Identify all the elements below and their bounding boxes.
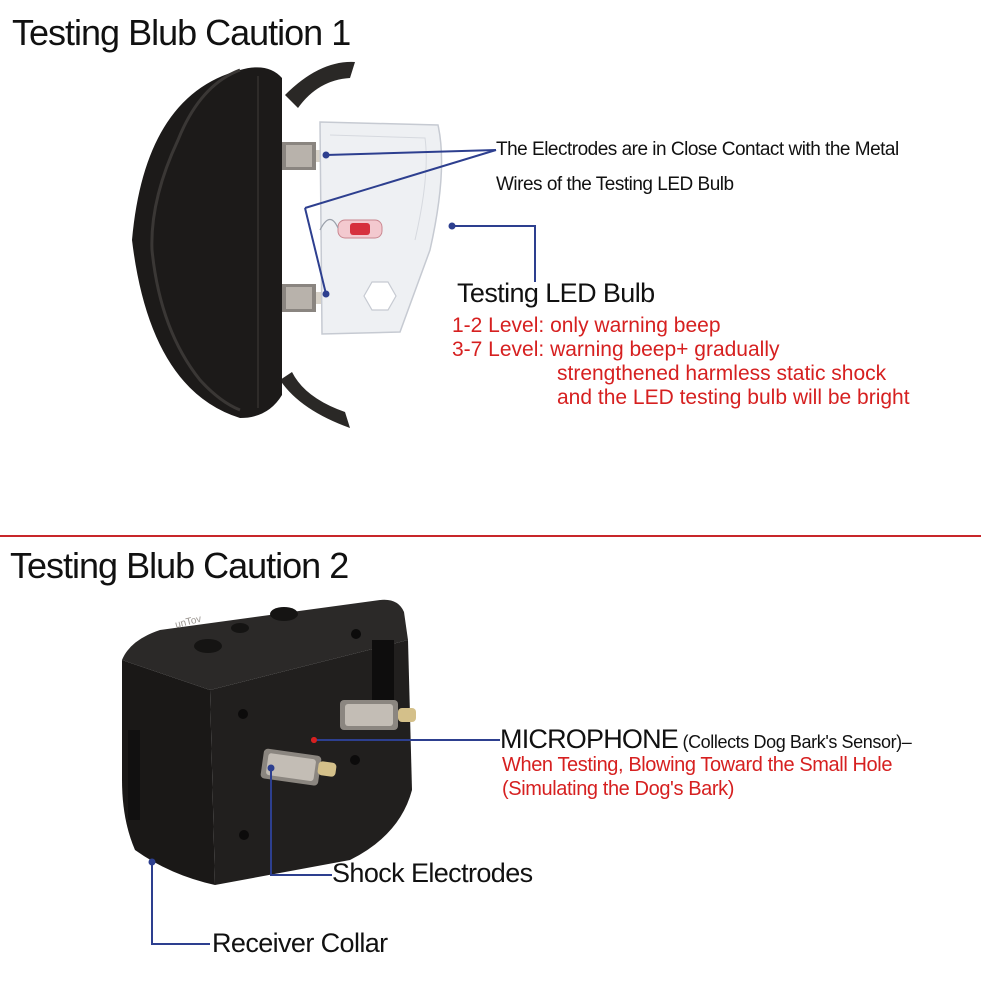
- shock-electrode-marker: [267, 764, 275, 772]
- microphone-callout: MICROPHONE (Collects Dog Bark's Sensor)–: [500, 724, 912, 755]
- level-3-7-prefix: 3-7 Level:: [452, 338, 545, 361]
- level-1-2-text: only warning beep: [550, 314, 721, 337]
- testing-note-line-1: When Testing, Blowing Toward the Small H…: [502, 754, 893, 776]
- receiver-collar-label: Receiver Collar: [212, 928, 388, 958]
- section-1-title: Testing Blub Caution 1: [12, 12, 351, 53]
- level-1-2-prefix: 1-2 Level:: [452, 314, 545, 337]
- electrode-marker-lower: [322, 290, 330, 298]
- leader-lines-section-1: [304, 149, 536, 295]
- level-3-7-text-3: and the LED testing bulb will be bright: [557, 386, 910, 409]
- microphone-label: MICROPHONE: [500, 724, 679, 754]
- level-3-7-text-2: strengthened harmless static shock: [557, 362, 887, 385]
- section-divider: [0, 535, 981, 537]
- collar-receiver-top-image: [132, 61, 443, 428]
- level-3-7-text-1: warning beep+ gradually: [550, 338, 780, 361]
- microphone-sub-label: (Collects Dog Bark's Sensor)–: [682, 732, 912, 752]
- leader-lines-section-2: [151, 739, 500, 945]
- bulb-marker: [448, 222, 456, 230]
- section-2-title: Testing Blub Caution 2: [10, 545, 349, 586]
- level-3-7-line: 3-7 Level: warning beep+ gradually: [452, 338, 780, 362]
- collar-receiver-bottom-image: [122, 599, 416, 885]
- testing-led-bulb-label: Testing LED Bulb: [457, 278, 655, 308]
- shock-electrodes-label: Shock Electrodes: [332, 858, 533, 888]
- electrodes-note-line-2: Wires of the Testing LED Bulb: [496, 174, 734, 195]
- electrode-marker-upper: [322, 151, 330, 159]
- level-1-2-line: 1-2 Level: only warning beep: [452, 314, 721, 338]
- testing-note-line-2: (Simulating the Dog's Bark): [502, 778, 735, 800]
- collar-marker: [148, 858, 156, 866]
- microphone-marker: [311, 737, 317, 743]
- electrodes-note-line-1: The Electrodes are in Close Contact with…: [496, 139, 899, 160]
